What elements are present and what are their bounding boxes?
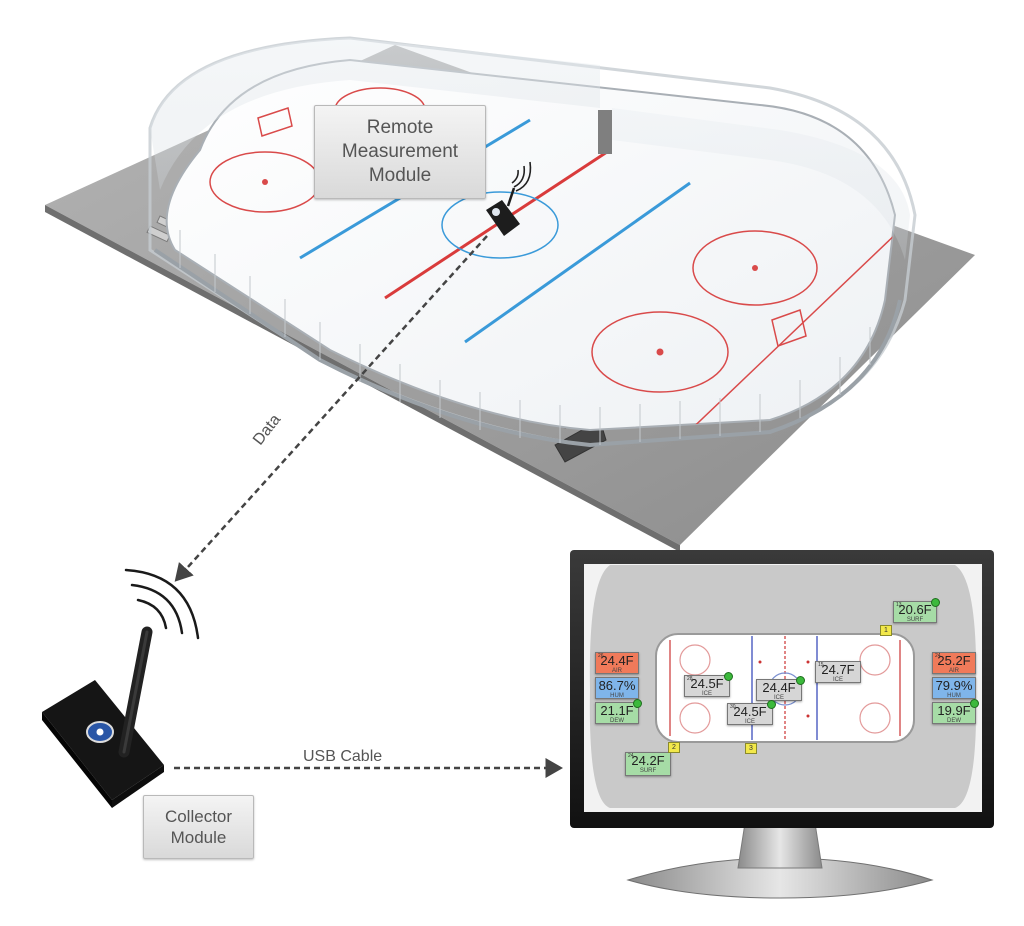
marker-tag-3[interactable]: 3 — [745, 743, 757, 754]
remote-module-label: Remote Measurement Module — [314, 105, 486, 199]
status-dot — [633, 699, 642, 708]
status-dot — [970, 699, 979, 708]
remote-antenna — [506, 187, 516, 207]
marker-tag-1[interactable]: 1 — [880, 625, 892, 636]
monitor-stand-base — [626, 857, 934, 899]
status-dot — [724, 672, 733, 681]
remote-measurement-device — [486, 161, 532, 236]
goal-net-left — [257, 107, 293, 137]
monitor — [570, 550, 994, 899]
sensor-dew-left[interactable]: 21.1F DEW — [595, 699, 642, 724]
data-link-arrow — [174, 235, 488, 582]
center-circle — [441, 191, 559, 259]
status-dot — [931, 598, 940, 607]
dasher-boards — [153, 248, 902, 448]
sensor-humidity-left[interactable]: 86.7% HUM — [595, 677, 639, 699]
sensor-ice-15[interactable]: 15 24.7F ICE — [815, 661, 861, 683]
sensor-ice-30[interactable]: 30 24.5F ICE — [727, 700, 776, 725]
collector-module — [42, 568, 200, 808]
usb-cable-label: USB Cable — [303, 748, 383, 765]
remote-signal-icon — [511, 161, 532, 192]
collector-signal-icon — [124, 568, 200, 640]
sensor-surf-top-right[interactable]: 13 20.6F SURF — [893, 598, 940, 623]
ice-surface — [165, 58, 897, 432]
goal-net-right — [771, 309, 807, 347]
goal-line-right — [679, 229, 895, 430]
marker-tag-2[interactable]: 2 — [668, 742, 680, 753]
sensor-dew-right[interactable]: 19.9F DEW — [932, 699, 979, 724]
faceoff-circle-br1 — [692, 230, 818, 306]
blue-line-right — [464, 181, 691, 344]
collector-module-label: Collector Module — [143, 795, 254, 859]
monitor-stand-neck — [737, 822, 823, 869]
sensor-ice-28[interactable]: 28 24.5F ICE — [684, 672, 733, 697]
sensor-air-right[interactable]: 24 25.2F AIR — [932, 652, 976, 674]
status-dot — [796, 676, 805, 685]
sensor-air-left[interactable]: 26 24.4F AIR — [595, 652, 639, 674]
status-dot — [767, 700, 776, 709]
sensor-humidity-right[interactable]: 79.9% HUM — [932, 677, 976, 699]
faceoff-circle-br2 — [591, 311, 729, 393]
sensor-ice-center[interactable]: 24.4F ICE — [756, 676, 805, 701]
sensor-surf-bottom-left[interactable]: 24 24.2F SURF — [625, 752, 671, 776]
